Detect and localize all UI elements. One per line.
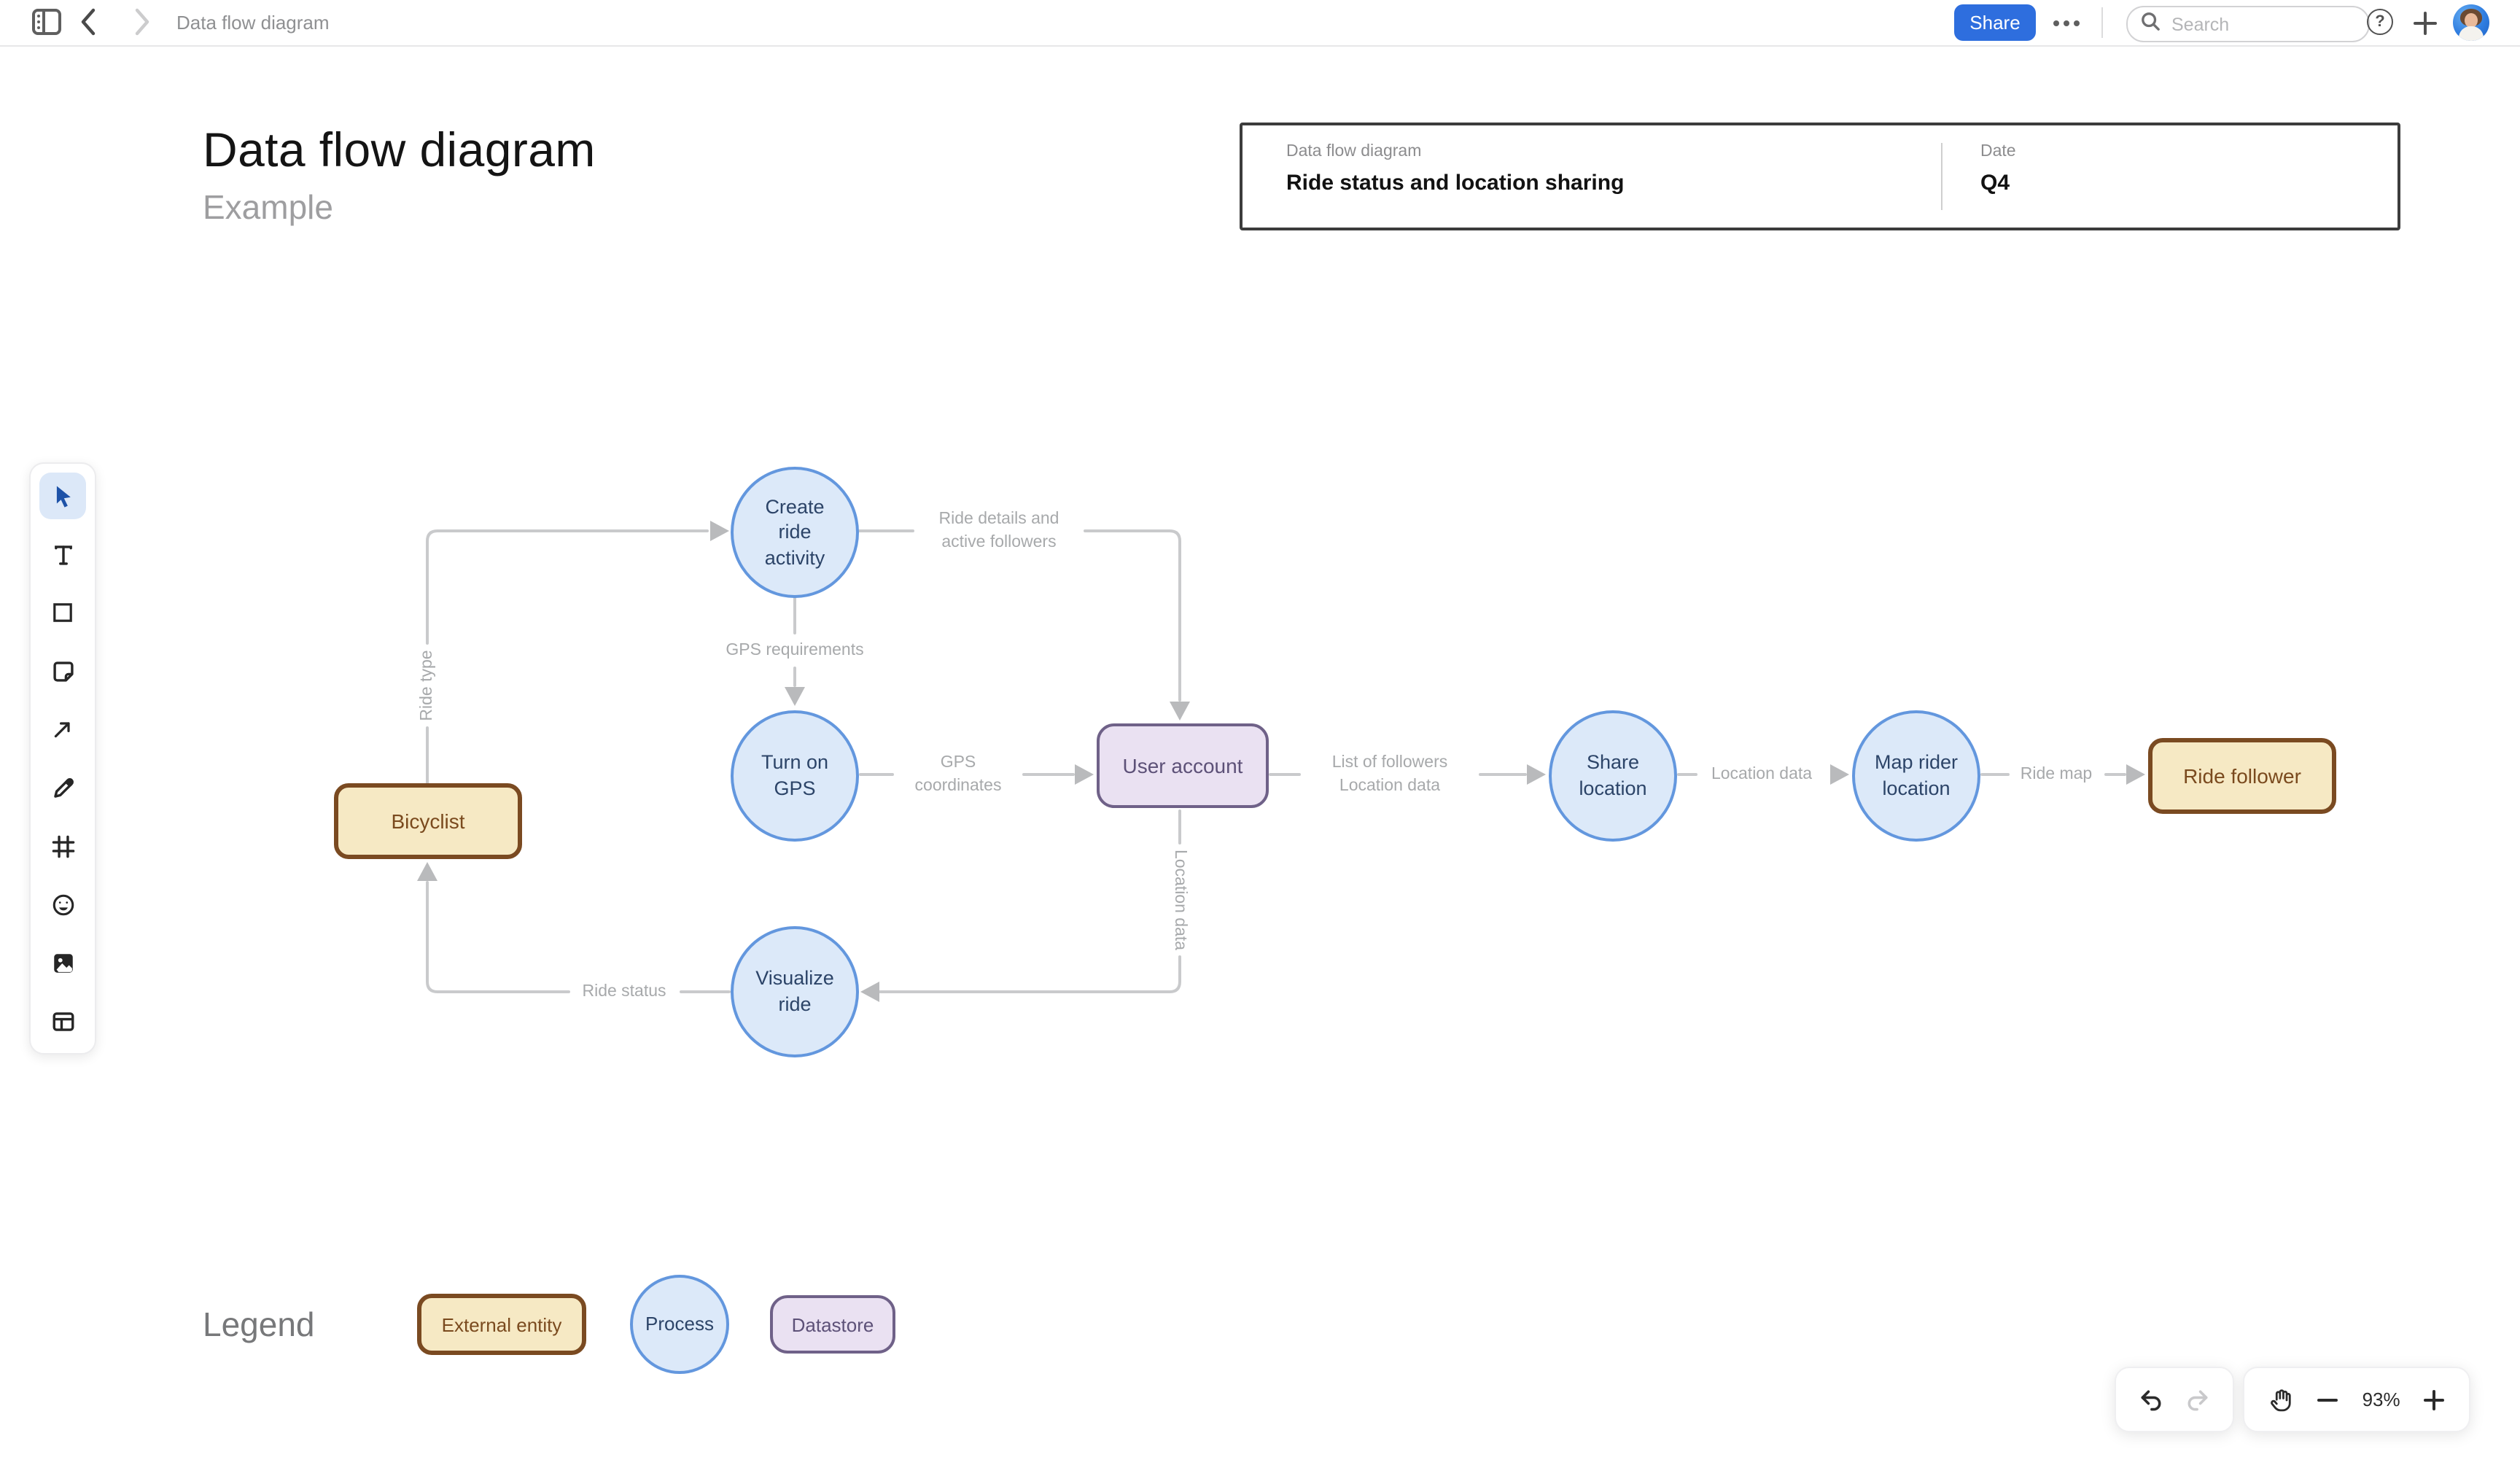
top-bar: Data flow diagram Share ?	[0, 0, 2520, 47]
node-ride-follower[interactable]: Ride follower	[2148, 738, 2336, 814]
share-button[interactable]: Share	[1954, 4, 2036, 41]
search-field[interactable]	[2126, 6, 2370, 42]
topbar-divider	[2101, 7, 2103, 38]
search-input[interactable]	[2169, 12, 2320, 36]
edge-label-gps-coordinates[interactable]: GPS coordinates	[914, 753, 1002, 795]
node-bicyclist[interactable]: Bicyclist	[334, 783, 522, 859]
forward-chevron-icon[interactable]	[131, 7, 152, 36]
connector-tool-icon[interactable]	[39, 706, 86, 753]
edge-label-gps-requirements[interactable]: GPS requirements	[726, 641, 864, 659]
help-icon[interactable]: ?	[2367, 9, 2393, 35]
info-box-left-label: Data flow diagram	[1286, 143, 1422, 160]
search-icon	[2141, 11, 2160, 37]
shape-tool-icon[interactable]	[39, 589, 86, 636]
back-chevron-icon[interactable]	[79, 7, 99, 36]
zoom-level[interactable]: 93%	[2362, 1389, 2400, 1410]
info-box[interactable]: Data flow diagram Ride status and locati…	[1240, 123, 2400, 230]
sidebar-toggle-icon[interactable]	[32, 9, 61, 35]
select-tool-icon[interactable]	[39, 473, 86, 519]
edge-label-list-of-followers[interactable]: List of followers Location data	[1331, 753, 1448, 795]
sticky-note-tool-icon[interactable]	[39, 648, 86, 694]
info-box-date-value: Q4	[1980, 171, 2010, 195]
legend-title: Legend	[203, 1305, 315, 1343]
node-user-account[interactable]: User account	[1097, 723, 1269, 808]
pencil-tool-icon[interactable]	[39, 764, 86, 811]
emoji-tool-icon[interactable]	[39, 881, 86, 928]
info-box-divider	[1941, 143, 1942, 210]
legend-process[interactable]: Process	[630, 1275, 729, 1374]
avatar[interactable]	[2453, 4, 2489, 41]
hand-tool-icon[interactable]	[2267, 1386, 2293, 1413]
history-panel	[2115, 1367, 2234, 1432]
redo-icon[interactable]	[2185, 1386, 2212, 1413]
legend-external-entity[interactable]: External entity	[417, 1294, 586, 1355]
new-document-icon[interactable]	[2409, 7, 2441, 39]
zoom-in-icon[interactable]	[2423, 1388, 2446, 1411]
info-box-left-value: Ride status and location sharing	[1286, 171, 1625, 195]
edge-arrowheads	[417, 521, 2145, 1002]
zoom-panel: 93%	[2243, 1367, 2470, 1432]
legend-datastore[interactable]: Datastore	[770, 1295, 895, 1354]
edge-label-ride-type[interactable]: Ride type	[418, 650, 436, 721]
page-subtitle[interactable]: Example	[203, 188, 333, 226]
template-tool-icon[interactable]	[39, 998, 86, 1044]
edge-label-ride-status[interactable]: Ride status	[582, 982, 666, 1001]
tools-palette	[29, 462, 96, 1055]
text-tool-icon[interactable]	[39, 531, 86, 578]
zoom-out-icon[interactable]	[2316, 1388, 2339, 1411]
image-tool-icon[interactable]	[39, 939, 86, 986]
more-options-icon[interactable]	[2045, 0, 2088, 45]
frame-tool-icon[interactable]	[39, 823, 86, 869]
edge-label-location-data[interactable]: Location data	[1711, 765, 1813, 783]
info-box-date-label: Date	[1980, 143, 2016, 160]
edge-label-location-data-vertical[interactable]: Location data	[1171, 849, 1189, 951]
edge-label-ride-details[interactable]: Ride details and active followers	[938, 510, 1059, 551]
edge-label-ride-map[interactable]: Ride map	[2020, 765, 2093, 783]
undo-icon[interactable]	[2137, 1386, 2163, 1413]
page-title[interactable]: Data flow diagram	[203, 123, 596, 176]
breadcrumb: Data flow diagram	[176, 12, 330, 34]
